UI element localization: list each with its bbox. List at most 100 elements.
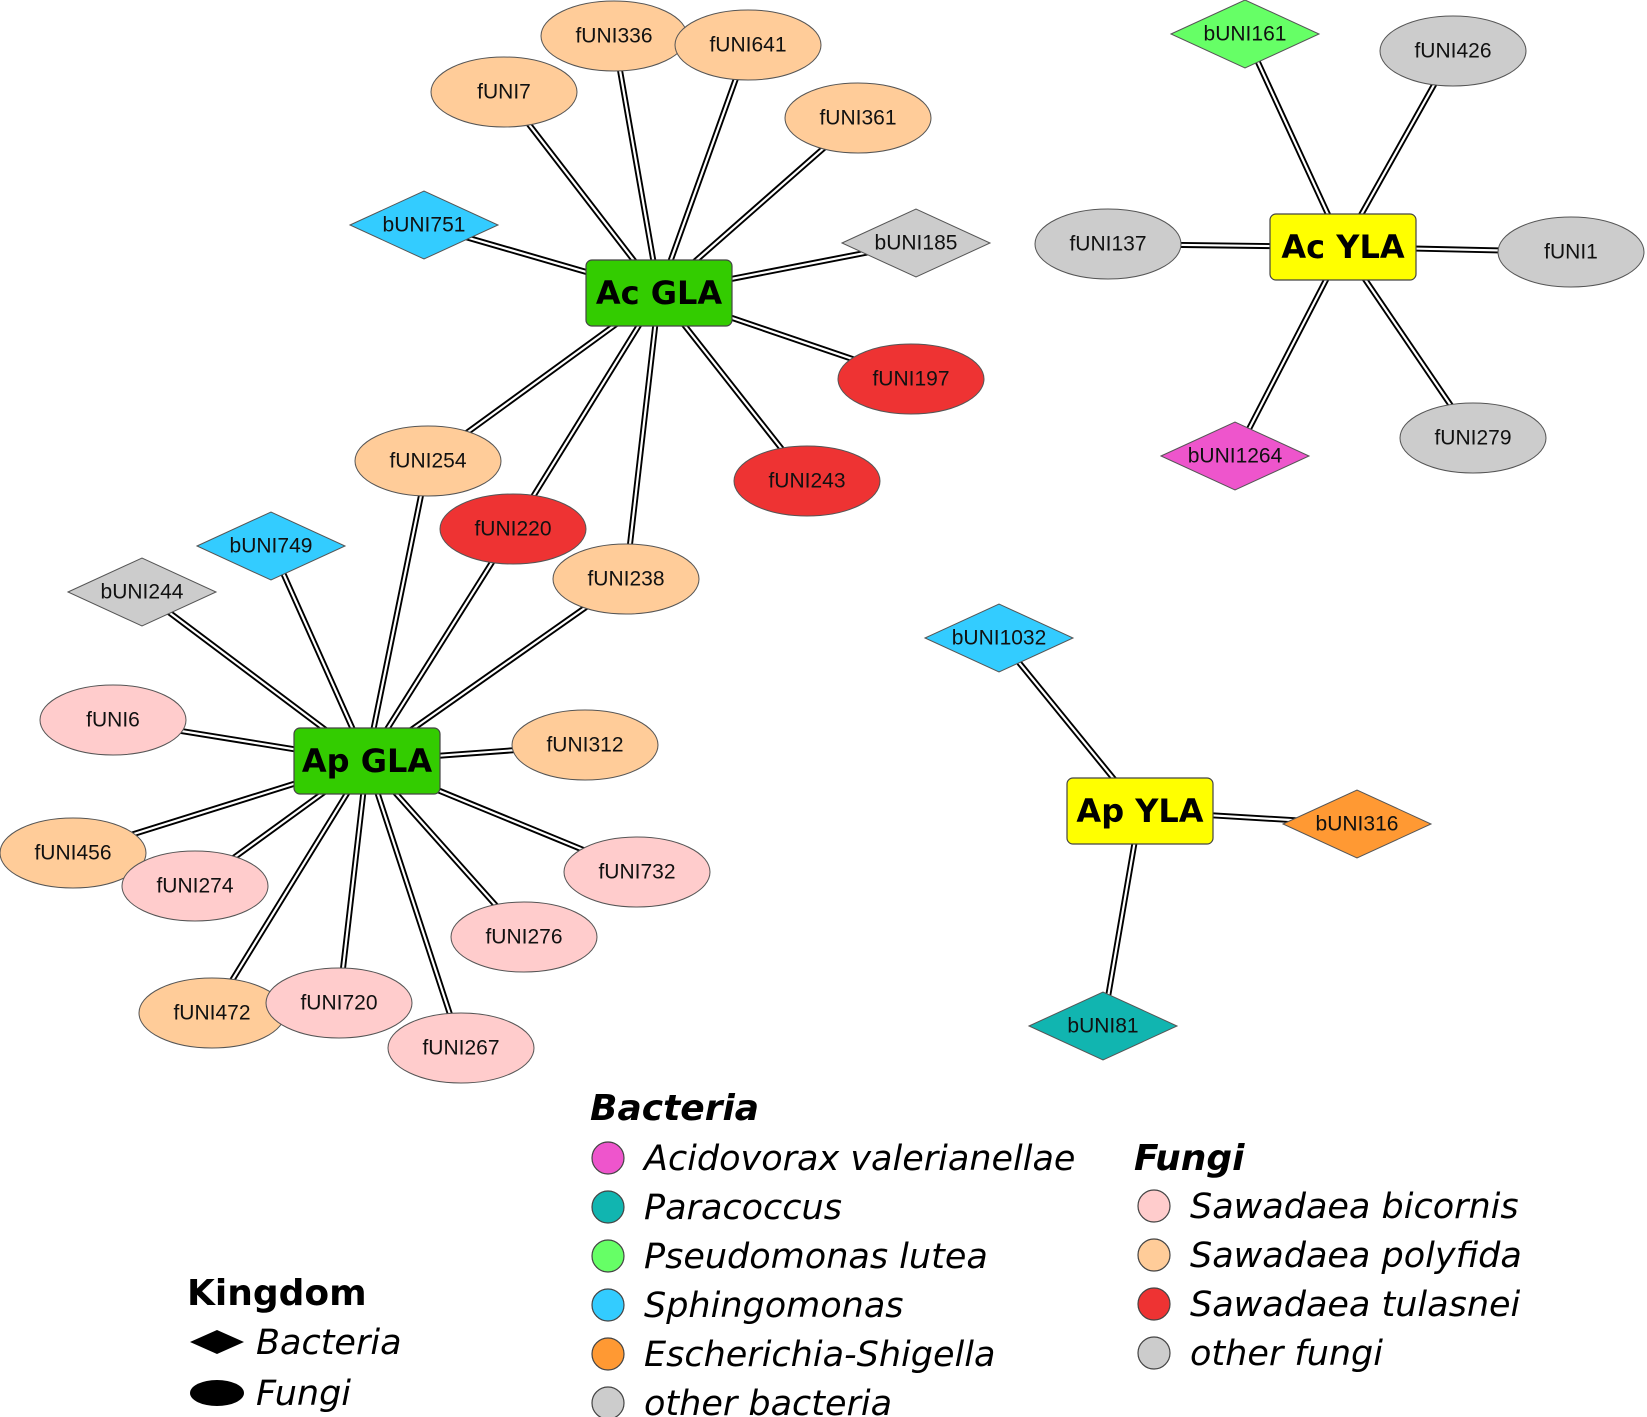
node-funi7[interactable]: fUNI7 [430,56,578,128]
legend-swatch [1137,1189,1171,1223]
node-funi220[interactable]: fUNI220 [439,493,587,565]
bacteria-diamond-shape [923,603,1075,673]
node-buni751[interactable]: bUNI751 [348,190,500,260]
node-funi6[interactable]: fUNI6 [39,684,187,756]
node-buni1264[interactable]: bUNI1264 [1159,421,1311,491]
node-funi254[interactable]: fUNI254 [354,425,502,497]
legend-swatch [591,1386,625,1417]
fungi-ellipse-shape [784,82,932,154]
hub-box [293,727,441,795]
node-buni244[interactable]: bUNI244 [66,557,218,627]
node-label: bUNI1032 [952,627,1047,650]
node-funi137[interactable]: fUNI137 [1034,208,1182,280]
fungi-ellipse-shape [1497,216,1645,288]
bacteria-diamond-shape [1281,789,1433,859]
legend-kingdom-heading: Kingdom [187,1273,367,1314]
legend-swatch [1137,1238,1171,1272]
node-label: fUNI137 [1069,233,1146,256]
legend-swatch [591,1239,625,1273]
edge-ap-gla-buni749 [268,544,370,763]
node-funi336[interactable]: fUNI336 [540,0,688,72]
edge-ac-gla-funi641 [656,43,751,295]
legend-label: other fungi [1190,1334,1383,1374]
node-funi243[interactable]: fUNI243 [733,445,881,517]
node-funi732[interactable]: fUNI732 [563,836,711,908]
node-label: fUNI279 [1434,427,1511,450]
node-funi456[interactable]: fUNI456 [0,817,147,889]
legend-item-sphingomonas: Sphingomonas [591,1286,904,1326]
node-buni316[interactable]: bUNI316 [1281,789,1433,859]
hub-box [585,259,733,327]
hub-box [1269,213,1417,281]
node-label: fUNI274 [156,875,233,898]
node-funi312[interactable]: fUNI312 [511,709,659,781]
legend-swatch [1137,1287,1171,1321]
hub-ap-yla[interactable]: Ap YLA [1066,777,1214,845]
node-funi279[interactable]: fUNI279 [1399,402,1547,474]
node-funi274[interactable]: fUNI274 [121,850,269,922]
legend: Bacteria Acidovorax valerianellaeParacocc… [187,1088,1522,1417]
node-funi641[interactable]: fUNI641 [674,9,822,81]
bacteria-diamond-shape [1027,991,1179,1061]
node-label: bUNI161 [1204,23,1287,46]
node-buni1032[interactable]: bUNI1032 [923,603,1075,673]
legend-label: Sawadaea bicornis [1190,1187,1519,1227]
fungi-ellipse-shape [121,850,269,922]
legend-label: Sawadaea polyfida [1190,1236,1522,1276]
node-label: fUNI732 [598,861,675,884]
legend-swatch [1137,1336,1171,1370]
node-funi1[interactable]: fUNI1 [1497,216,1645,288]
node-buni81[interactable]: bUNI81 [1027,991,1179,1061]
node-buni185[interactable]: bUNI185 [840,208,992,278]
hub-ac-gla[interactable]: Ac GLA [585,259,733,327]
node-funi426[interactable]: fUNI426 [1379,15,1527,87]
node-buni161[interactable]: bUNI161 [1169,0,1321,69]
fungi-ellipse-shape [1379,15,1527,87]
node-funi197[interactable]: fUNI197 [837,343,985,415]
legend-item-sawadaea-polyfida: Sawadaea polyfida [1137,1236,1522,1276]
node-label: bUNI1264 [1188,445,1283,468]
hub-ac-yla[interactable]: Ac YLA [1269,213,1417,281]
fungi-ellipse-shape [0,817,147,889]
node-funi361[interactable]: fUNI361 [784,82,932,154]
node-label: bUNI751 [383,214,466,237]
fungi-ellipse-shape [439,493,587,565]
bacteria-diamond-shape [1159,421,1311,491]
legend-swatch [591,1288,625,1322]
node-label: fUNI472 [173,1002,250,1025]
bacteria-diamond-shape [195,511,347,581]
node-label: bUNI185 [875,232,958,255]
bacteria-diamond-shape [348,190,500,260]
fungi-ellipse-shape [354,425,502,497]
edge-ac-yla-buni161 [1242,32,1346,249]
legend-label: Sphingomonas [644,1286,904,1326]
node-funi267[interactable]: fUNI267 [387,1012,535,1084]
diamond-shape-icon [190,1330,244,1354]
edge-ap-gla-funi472 [209,759,370,1015]
edge-ap-gla-funi254 [364,460,431,762]
legend-fungi-heading: Fungi [1134,1138,1245,1179]
edge-ac-gla-funi336 [611,35,662,294]
edge-ap-gla-funi720 [336,760,370,1004]
node-funi472[interactable]: fUNI472 [138,977,286,1049]
hub-ap-gla[interactable]: Ap GLA [293,727,441,795]
legend-item-sawadaea-bicornis: Sawadaea bicornis [1137,1187,1519,1227]
node-label: fUNI312 [546,734,623,757]
node-funi238[interactable]: fUNI238 [552,543,700,615]
node-label: fUNI254 [389,450,466,473]
node-funi720[interactable]: fUNI720 [265,967,413,1039]
legend-item-paracoccus: Paracoccus [591,1188,842,1228]
hubs-layer: Ac GLA Ap GLA Ac YLA Ap YLA [293,213,1417,845]
legend-item-escherichia-shigella: Escherichia-Shigella [591,1335,995,1375]
node-buni749[interactable]: bUNI749 [195,511,347,581]
node-label: fUNI361 [819,107,896,130]
edge-ap-gla-funi220 [364,527,516,763]
legend-kingdom-bacteria: Bacteria [190,1323,402,1363]
node-funi276[interactable]: fUNI276 [450,901,598,973]
legend-label: Bacteria [256,1323,402,1363]
hub-box [1066,777,1214,845]
legend-swatch [591,1190,625,1224]
legend-swatch [591,1337,625,1371]
legend-label: Acidovorax valerianellae [642,1139,1075,1179]
